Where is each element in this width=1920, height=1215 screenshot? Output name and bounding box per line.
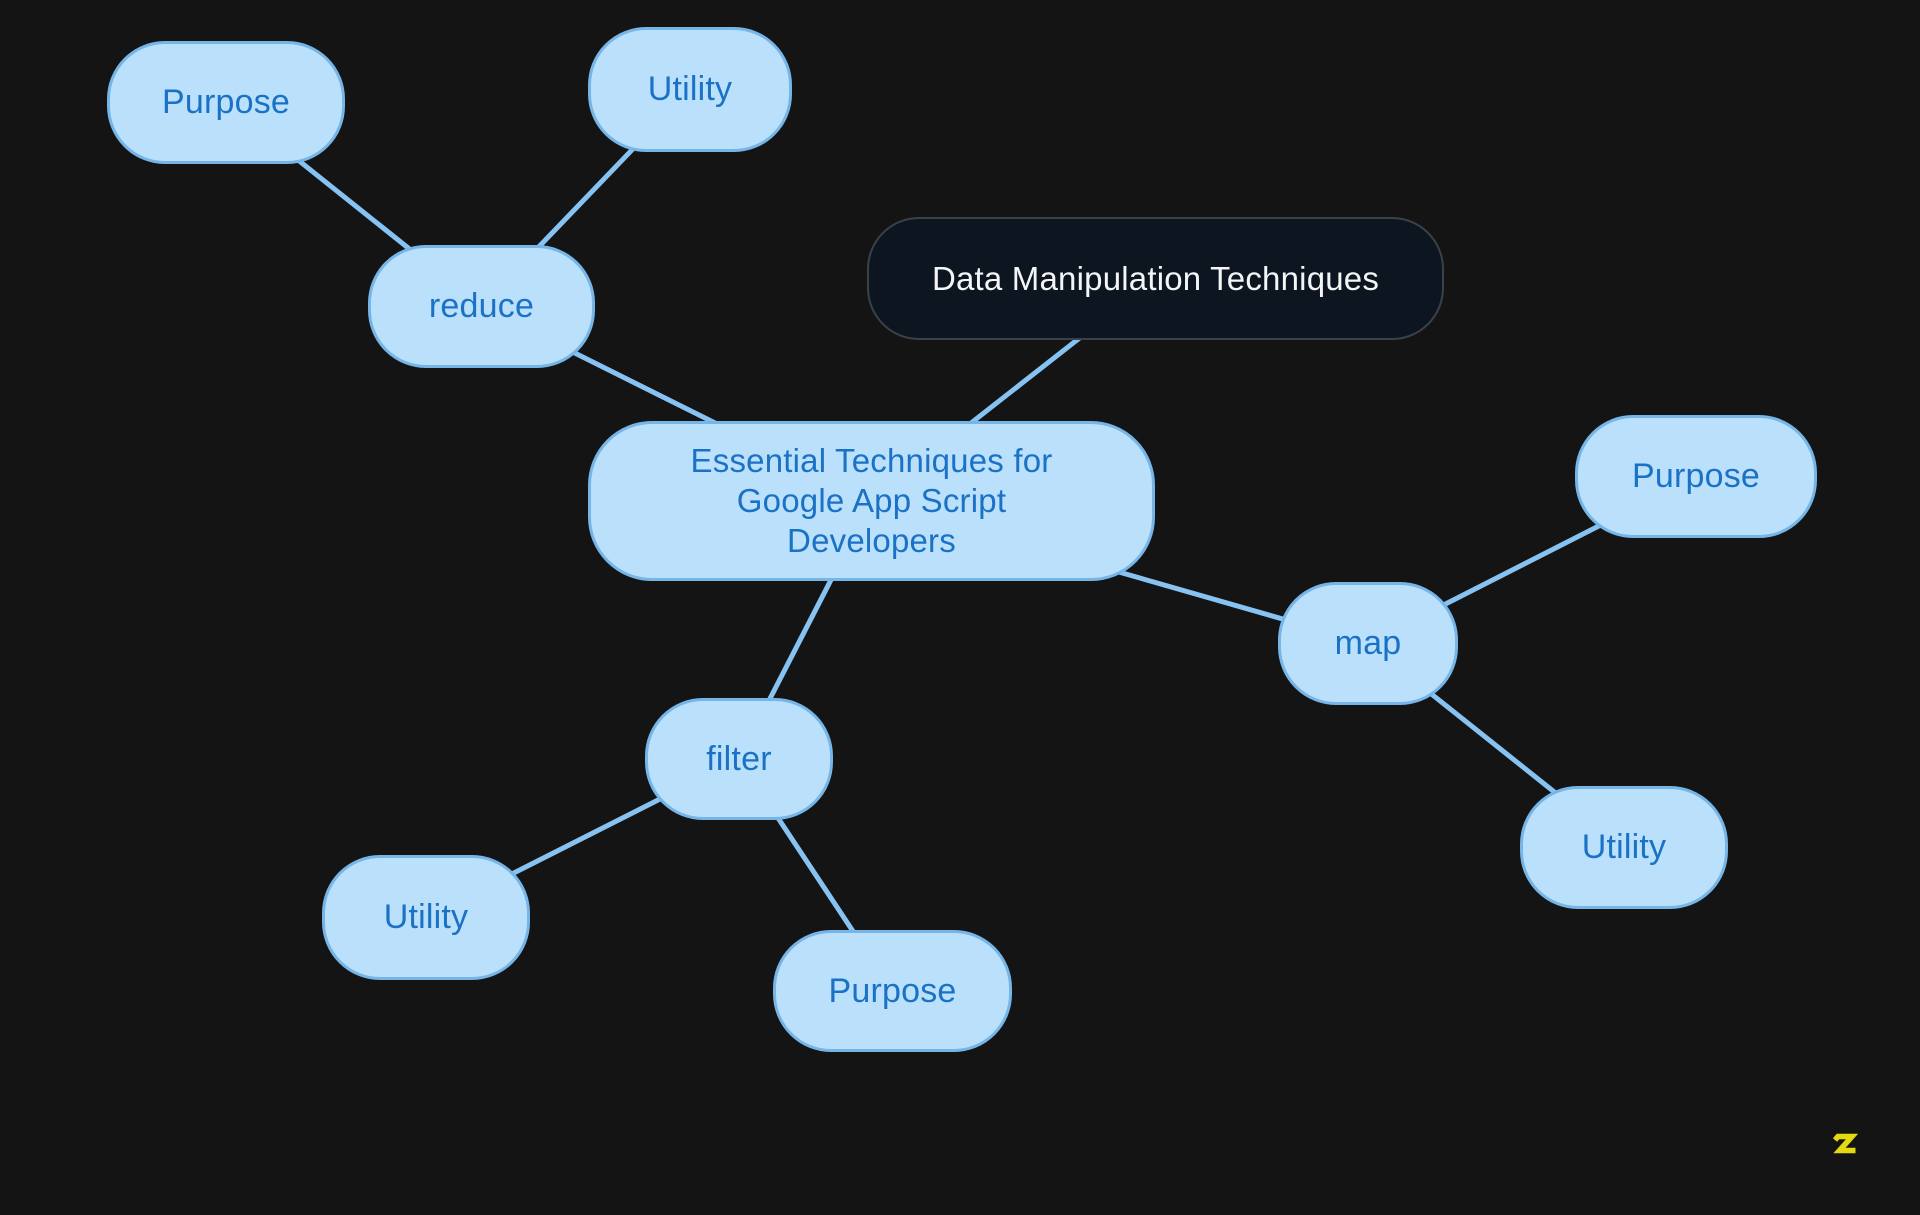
node-central-root[interactable]: Essential Techniques for Google App Scri…	[588, 421, 1155, 581]
brand-logo-icon	[1832, 1133, 1859, 1154]
node-map[interactable]: map	[1278, 582, 1458, 705]
node-reduce-purpose[interactable]: Purpose	[107, 41, 345, 164]
node-reduce[interactable]: reduce	[368, 245, 595, 368]
node-filter-utility[interactable]: Utility	[322, 855, 530, 980]
node-map-utility[interactable]: Utility	[1520, 786, 1728, 909]
node-map-purpose[interactable]: Purpose	[1575, 415, 1817, 538]
node-filter[interactable]: filter	[645, 698, 833, 820]
node-topic-title[interactable]: Data Manipulation Techniques	[867, 217, 1444, 340]
node-filter-purpose[interactable]: Purpose	[773, 930, 1012, 1052]
node-reduce-utility[interactable]: Utility	[588, 27, 792, 152]
